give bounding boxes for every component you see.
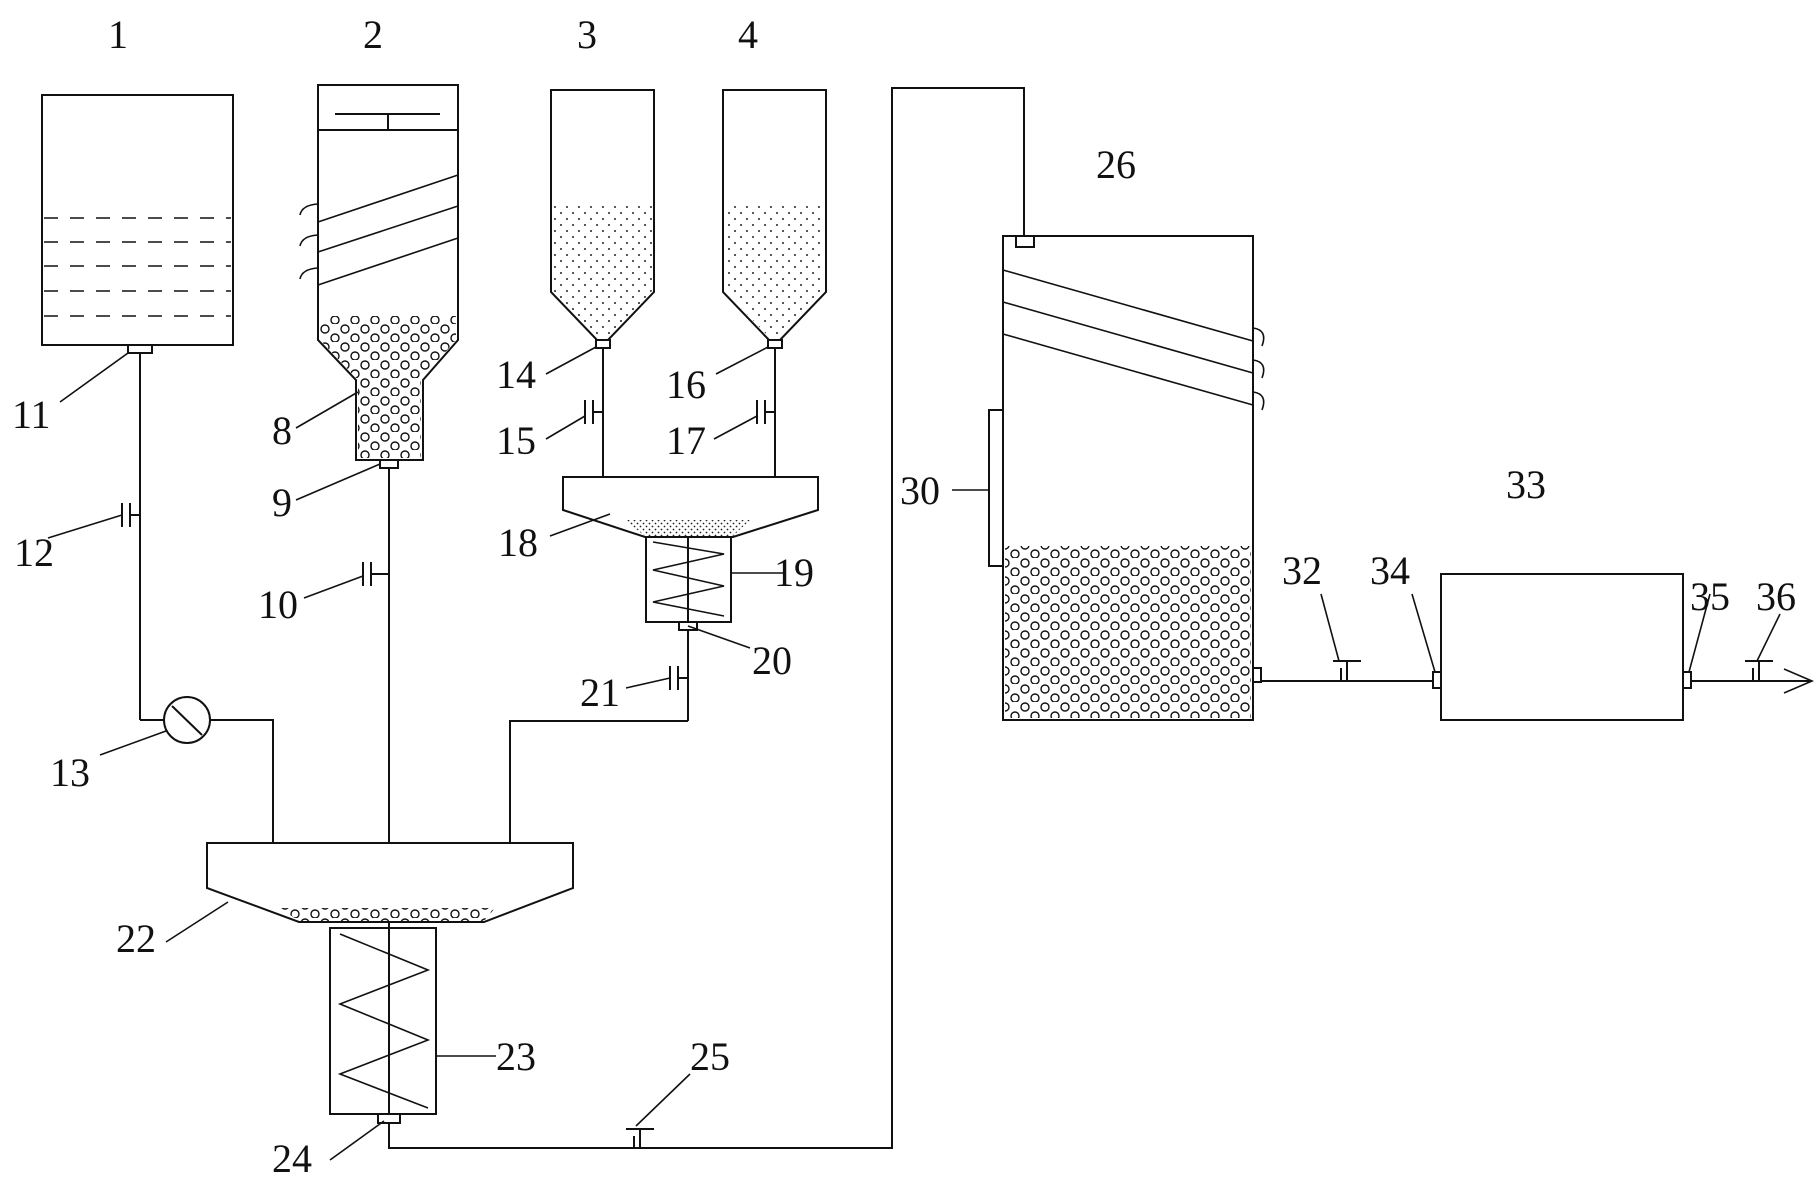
label-3: 3 xyxy=(577,12,597,57)
screw-conveyor-23 xyxy=(330,922,436,1123)
valve-25 xyxy=(626,1129,654,1148)
unit-33 xyxy=(1433,574,1691,720)
mixer-22 xyxy=(207,843,573,922)
label-36: 36 xyxy=(1756,574,1796,619)
label-20: 20 xyxy=(752,638,792,683)
label-26: 26 xyxy=(1096,142,1136,187)
valve-32 xyxy=(1333,661,1361,681)
label-32: 32 xyxy=(1282,548,1322,593)
valve-15 xyxy=(585,400,603,424)
label-22: 22 xyxy=(116,916,156,961)
label-17: 17 xyxy=(666,418,706,463)
valve-21 xyxy=(670,666,688,690)
label-9: 9 xyxy=(272,480,292,525)
label-19: 19 xyxy=(774,550,814,595)
hopper-4 xyxy=(723,90,826,348)
pump-13 xyxy=(164,697,210,743)
label-23: 23 xyxy=(496,1034,536,1079)
label-34: 34 xyxy=(1370,548,1410,593)
label-14: 14 xyxy=(496,352,536,397)
valve-10 xyxy=(363,562,389,586)
label-10: 10 xyxy=(258,582,298,627)
label-18: 18 xyxy=(498,520,538,565)
reactor-26 xyxy=(989,236,1264,720)
hopper-3 xyxy=(551,90,654,348)
label-13: 13 xyxy=(50,750,90,795)
label-1: 1 xyxy=(108,12,128,57)
label-25: 25 xyxy=(690,1034,730,1079)
label-35: 35 xyxy=(1690,574,1730,619)
label-11: 11 xyxy=(12,392,51,437)
screw-conveyor-19 xyxy=(646,537,731,630)
label-21: 21 xyxy=(580,670,620,715)
mixer-tank-2 xyxy=(300,85,458,468)
valve-17 xyxy=(757,400,775,424)
label-4: 4 xyxy=(738,12,758,57)
label-30: 30 xyxy=(900,468,940,513)
label-12: 12 xyxy=(14,530,54,575)
label-8: 8 xyxy=(272,408,292,453)
label-15: 15 xyxy=(496,418,536,463)
label-2: 2 xyxy=(363,12,383,57)
label-16: 16 xyxy=(666,362,706,407)
valve-12 xyxy=(122,503,140,527)
label-33: 33 xyxy=(1506,462,1546,507)
valve-36 xyxy=(1745,661,1773,681)
label-24: 24 xyxy=(272,1136,312,1181)
tank-1 xyxy=(42,95,233,353)
mixer-18 xyxy=(563,477,818,537)
